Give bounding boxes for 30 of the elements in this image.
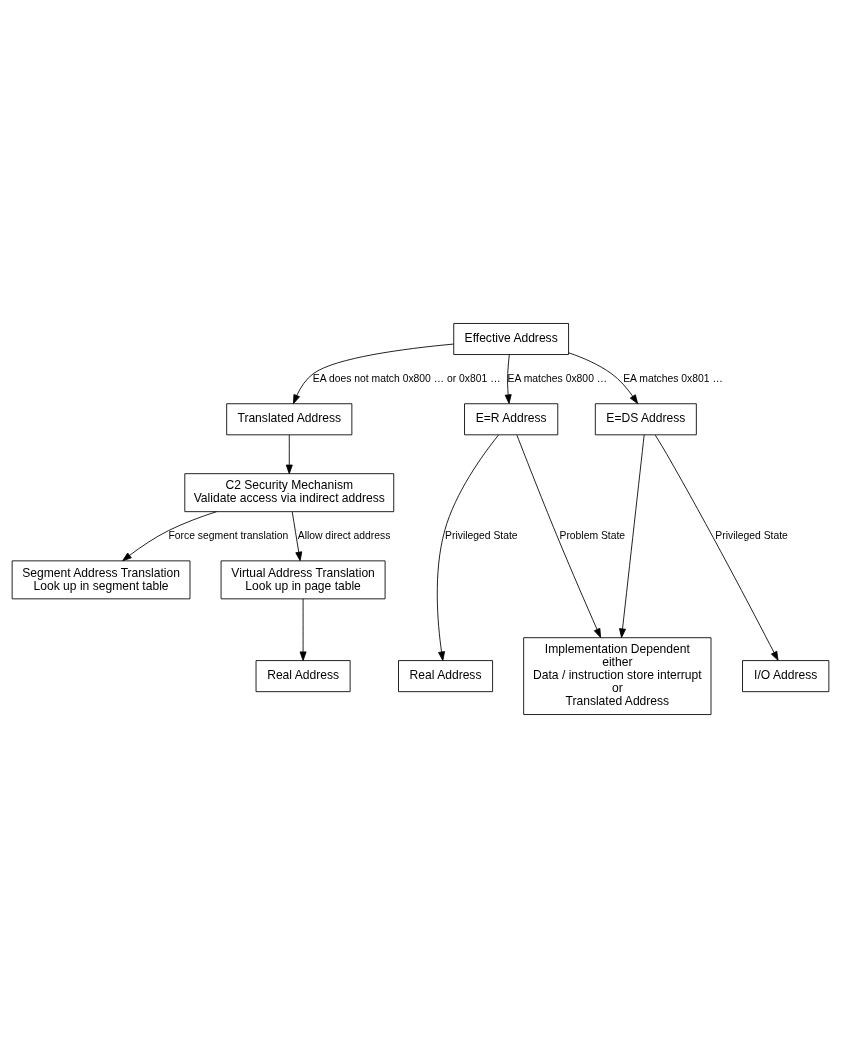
edge-label: EA matches 0x801 …	[623, 372, 723, 384]
arrow	[285, 434, 293, 474]
arrow	[122, 510, 217, 561]
node-box: Effective Address	[453, 322, 569, 355]
arrow	[619, 434, 645, 638]
arrow	[291, 511, 303, 561]
arrow	[293, 343, 454, 404]
node-box: Virtual Address Translation Look up in page table	[220, 559, 386, 599]
node-box: C2 Security Mechanism Validate access via indirect address	[184, 472, 395, 512]
edge-label: Allow direct address	[297, 529, 391, 541]
edge-label: Problem State	[559, 529, 626, 541]
arrow	[568, 351, 639, 404]
node-box: Real Address	[398, 659, 493, 692]
node-box: Implementation Dependent either Data / instruction store interrupt or Translated Address	[523, 636, 712, 715]
arrow	[516, 434, 601, 638]
edge-label: Force segment translation	[168, 529, 289, 541]
node-box: E=R Address	[464, 402, 559, 435]
node-box: Real Address	[255, 659, 351, 692]
arrow	[299, 598, 307, 661]
edge-label: EA does not match 0x800 … or 0x801 …	[312, 372, 501, 384]
arrow	[504, 353, 512, 404]
node-box: Segment Address Translation Look up in segment table	[11, 559, 191, 599]
edge-label: EA matches 0x800 …	[507, 372, 608, 384]
edge-label: Privileged State	[715, 529, 788, 541]
arrow	[436, 434, 499, 661]
edge-label: Privileged State	[445, 529, 518, 541]
node-box: E=DS Address	[594, 402, 697, 435]
arrow	[654, 434, 779, 661]
node-box: Translated Address	[226, 402, 353, 435]
node-box: I/O Address	[742, 659, 830, 692]
